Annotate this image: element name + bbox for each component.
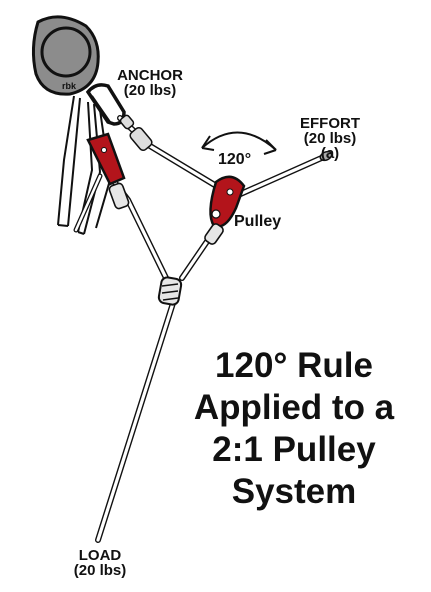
anchor-block — [31, 15, 100, 96]
effort-rope-end — [319, 150, 333, 162]
effort-weight: (20 lbs) — [303, 130, 357, 147]
rbk-label: rbk — [62, 81, 77, 91]
title-line-1: 120° Rule — [215, 346, 373, 385]
angle-label: 120° — [218, 151, 252, 168]
angle-arc — [201, 131, 277, 155]
effort-tag: (a) — [320, 145, 340, 162]
anchor-label: ANCHOR (20 lbs) — [108, 68, 192, 98]
load-label: LOAD (20 lbs) — [60, 548, 140, 578]
title-line-3: 2:1 Pulley — [212, 430, 376, 469]
junction-knot — [157, 276, 183, 306]
prusik-knot-upper — [119, 114, 153, 152]
anchor-carabiner — [85, 83, 126, 126]
title-line-4: System — [231, 472, 357, 511]
effort-title: EFFORT — [300, 115, 360, 132]
anchor-weight: (20 lbs) — [123, 82, 177, 99]
anchor-title: ANCHOR — [117, 67, 183, 84]
pulley-label: Pulley — [234, 213, 282, 230]
diagram-title: 120° Rule Applied to a 2:1 Pulley System — [176, 345, 412, 513]
title-line-2: Applied to a — [193, 388, 395, 427]
effort-label: EFFORT (20 lbs) (a) — [290, 116, 370, 161]
load-title: LOAD — [78, 547, 122, 564]
load-weight: (20 lbs) — [73, 562, 127, 579]
red-pulley — [204, 175, 246, 245]
red-rope-grab-device — [86, 132, 130, 210]
